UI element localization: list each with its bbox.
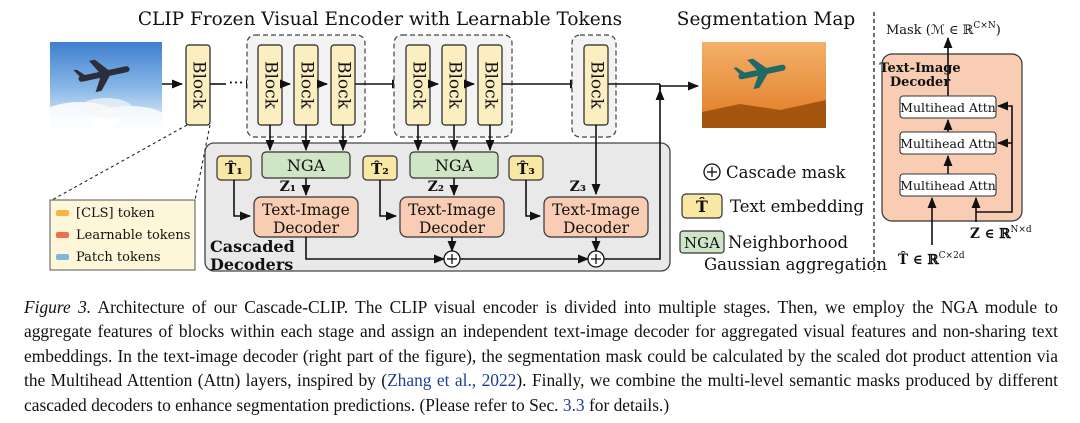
text-image-decoder-3: Text-Image Decoder [543,196,649,238]
svg-text:Block: Block [334,61,354,110]
svg-text:Block: Block [587,61,607,110]
svg-text:Decoder: Decoder [273,219,340,237]
svg-text:NGA: NGA [684,234,720,252]
mask-label: Mask (ℳ ∈ ℝC×N) [886,21,1001,38]
first-block: Block [185,44,211,126]
text-embedding-3: T̂₃ [508,155,544,181]
encoder-title: CLIP Frozen Visual Encoder with Learnabl… [138,9,622,30]
airplane-silhouette-icon [733,58,786,90]
svg-text:Block: Block [409,61,429,110]
svg-text:Block: Block [297,61,317,110]
legend-text-embedding: T̂ Text embedding [681,193,864,219]
ellipsis: ··· [228,73,243,92]
svg-text:NGA: NGA [435,156,474,175]
svg-text:Text embedding: Text embedding [730,197,864,216]
stage2-block-3: Block [477,44,503,126]
svg-text:Neighborhood: Neighborhood [728,233,849,252]
svg-text:Text-Image: Text-Image [408,201,496,219]
legend-nga: NGA Neighborhood Gaussian aggregation [679,230,887,274]
multihead-attn-2: Multihead Attn [899,131,997,155]
svg-text:[CLS] token: [CLS] token [76,206,155,221]
svg-text:Cascade mask: Cascade mask [726,163,847,182]
text-image-decoder-2: Text-Image Decoder [399,196,505,238]
svg-text:Block: Block [189,61,209,110]
svg-text:Patch tokens: Patch tokens [76,250,161,265]
svg-text:Multihead Attn: Multihead Attn [900,100,996,115]
svg-text:Decoder: Decoder [419,219,486,237]
nga-module-2: NGA [409,151,499,179]
stage3-block-1: Block [583,44,609,126]
svg-text:T̂₂: T̂₂ [371,160,389,178]
svg-text:NGA: NGA [287,156,326,175]
svg-text:Block: Block [445,61,465,110]
cascade-plus-2 [587,250,605,268]
stage1-block-2: Block [293,44,319,126]
citation-link[interactable]: Zhang et al., 2022 [387,370,517,391]
svg-text:Text-Image: Text-Image [552,201,640,219]
input-image [40,42,168,134]
svg-text:T̂₁: T̂₁ [225,160,243,178]
cascaded-decoders-label-2: Decoders [210,255,293,274]
airplane-icon [73,59,130,93]
nga-module-1: NGA [261,151,351,179]
svg-text:Decoder: Decoder [563,219,630,237]
token-legend: [CLS] token Learnable tokens Patch token… [49,199,196,271]
z1-label: Z₁ [280,179,296,195]
architecture-figure: CLIP Frozen Visual Encoder with Learnabl… [40,9,1032,274]
z-input-label: Z ∈ ℝN×d [970,225,1032,242]
svg-text:Text-Image: Text-Image [879,61,960,76]
multihead-attn-1: Multihead Attn [899,173,997,197]
z2-label: Z₂ [428,179,444,195]
svg-text:Text-Image: Text-Image [262,201,350,219]
stage2-block-2: Block [441,44,467,126]
figure-label: Figure 3. [24,297,92,317]
t-input-label: T̂ ∈ ℝC×2d [898,251,965,268]
svg-text:Block: Block [481,61,501,110]
section-link[interactable]: 3.3 [562,394,585,415]
svg-text:T̂₃: T̂₃ [517,160,535,178]
figure-caption: Figure 3. Architecture of our Cascade-CL… [24,295,1058,417]
svg-text:Decoder: Decoder [890,75,950,90]
legend-cascade-mask: Cascade mask [703,163,847,182]
svg-text:Block: Block [261,61,281,110]
segmentation-map [702,42,826,128]
cascaded-decoders-label-1: Cascaded [210,237,295,256]
text-embedding-1: T̂₁ [216,155,252,181]
svg-text:Learnable tokens: Learnable tokens [76,228,190,243]
cascade-plus-1 [443,250,461,268]
caption-text-2: ). Finally, we combine the multi-level s… [24,370,1058,415]
z3-label: Z₃ [570,179,586,195]
stage1-block-3: Block [330,44,356,126]
svg-text:Multihead Attn: Multihead Attn [900,178,996,193]
text-embedding-2: T̂₂ [362,155,398,181]
svg-text:T̂: T̂ [696,197,708,216]
svg-text:Multihead Attn: Multihead Attn [900,136,996,151]
text-image-decoder-1: Text-Image Decoder [253,196,359,238]
multihead-attn-3: Multihead Attn [899,95,997,119]
stage2-block-1: Block [405,44,431,126]
stage1-block-1: Block [257,44,283,126]
segmentation-map-title: Segmentation Map [677,9,855,30]
caption-text-1: Architecture of our Cascade-CLIP. The CL… [24,297,1059,391]
svg-text:Gaussian aggregation: Gaussian aggregation [704,255,887,274]
caption-text-3: for details.) [584,394,670,415]
